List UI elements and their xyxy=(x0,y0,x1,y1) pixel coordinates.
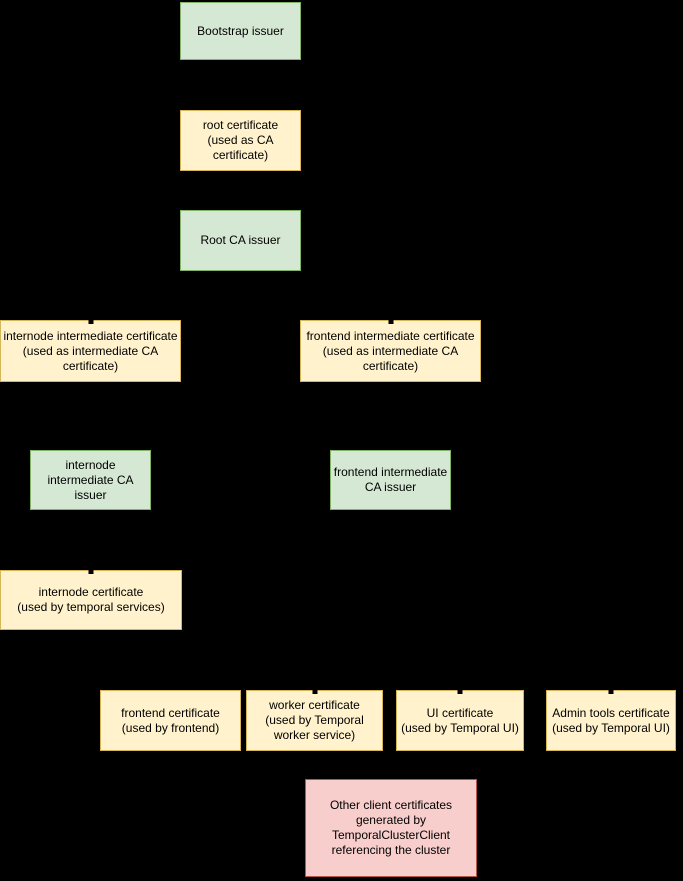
node-other-client-certificates: Other client certificates generated by T… xyxy=(305,779,477,877)
node-bootstrap-issuer: Bootstrap issuer xyxy=(180,2,301,60)
node-label: UI certificate (used by Temporal UI) xyxy=(401,705,519,735)
node-label: internode intermediate certificate (used… xyxy=(3,328,178,373)
node-frontend-intermediate-ca-issuer: frontend intermediate CA issuer xyxy=(330,450,451,510)
node-label: root certificate (used as CA certificate… xyxy=(202,118,279,162)
node-frontend-certificate: frontend certificate (used by frontend) xyxy=(100,690,241,751)
node-label: frontend certificate (used by frontend) xyxy=(121,705,220,735)
arrowhead-mark-icon xyxy=(608,689,614,694)
arrowhead-mark-icon xyxy=(88,319,93,324)
node-label: worker certificate (used by Temporal wor… xyxy=(265,698,364,742)
node-internode-intermediate-certificate: internode intermediate certificate (used… xyxy=(0,319,181,382)
arrowhead-mark-icon xyxy=(88,569,94,574)
node-internode-certificate: internode certificate (used by temporal … xyxy=(0,569,182,630)
node-root-certificate: root certificate (used as CA certificate… xyxy=(180,110,301,171)
node-label: frontend intermediate CA issuer xyxy=(333,465,448,494)
node-root-ca-issuer: Root CA issuer xyxy=(180,210,301,271)
arrowhead-mark-icon xyxy=(312,689,317,694)
node-label: frontend intermediate certificate (used … xyxy=(306,328,475,373)
node-label: internode intermediate CA issuer xyxy=(47,457,134,502)
node-label: Other client certificates generated by T… xyxy=(329,798,453,857)
node-frontend-intermediate-certificate: frontend intermediate certificate (used … xyxy=(300,319,481,382)
node-admin-tools-certificate: Admin tools certificate (used by Tempora… xyxy=(546,689,676,751)
arrowhead-mark-icon xyxy=(388,319,393,324)
node-worker-certificate: worker certificate (used by Temporal wor… xyxy=(246,689,383,751)
node-internode-intermediate-ca-issuer: internode intermediate CA issuer xyxy=(30,450,151,510)
node-ui-certificate: UI certificate (used by Temporal UI) xyxy=(396,689,524,751)
node-label: Bootstrap issuer xyxy=(197,23,284,38)
node-label: internode certificate (used by temporal … xyxy=(17,585,165,614)
node-label: Root CA issuer xyxy=(200,233,281,247)
node-label: Admin tools certificate (used by Tempora… xyxy=(552,705,670,735)
arrowhead-mark-icon xyxy=(457,689,463,694)
